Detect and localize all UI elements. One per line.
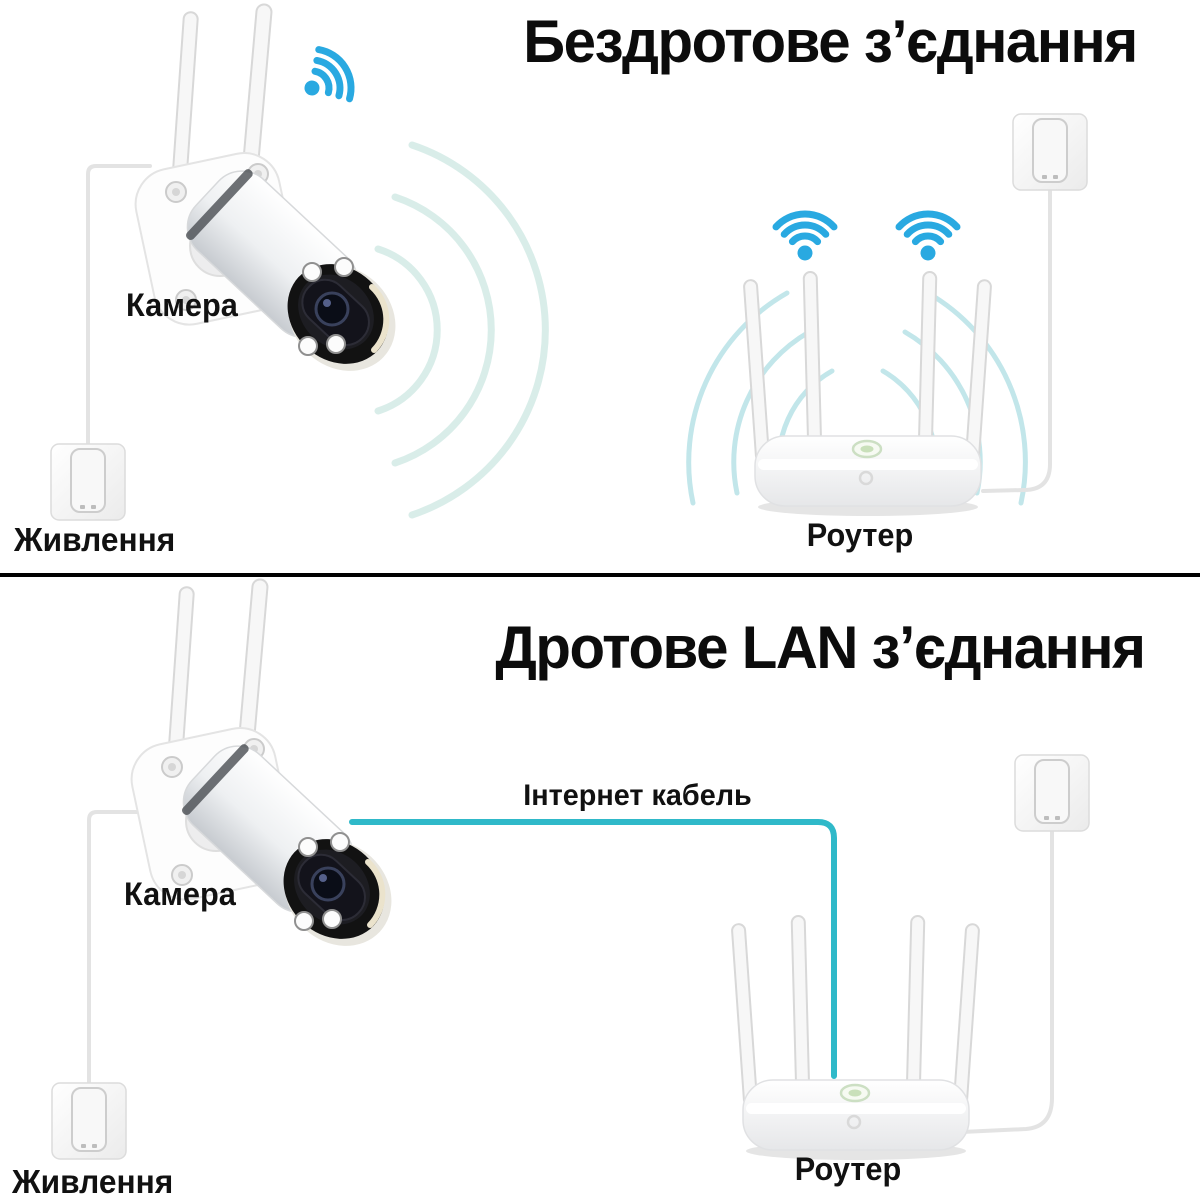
camera-illustration-wireless [129, 4, 417, 393]
power-outlet-top-right [1012, 113, 1088, 191]
signal-arcs [374, 141, 549, 519]
router-label-wired: Роутер [794, 1151, 902, 1187]
lan-cable [349, 819, 837, 1079]
power-cable-camera-top [86, 164, 152, 451]
router-label-wireless: Роутер [806, 517, 914, 553]
power-cable-router-bottom [960, 820, 1054, 1134]
power-outlet-bottom-right [1014, 754, 1090, 832]
power-label-wired: Живлення [12, 1163, 174, 1200]
power-cable-router-top [981, 179, 1052, 493]
power-outlet-bottom-left [51, 1082, 127, 1160]
wifi-icon [899, 214, 957, 261]
internet-cable-label: Інтернет кабель [523, 779, 752, 812]
power-outlet-top-left [50, 443, 126, 521]
power-label-wireless: Живлення [14, 521, 176, 558]
wifi-icon [290, 43, 360, 117]
wireless-section-title: Бездротове з’єднання [523, 8, 1138, 75]
router-illustration-wired [730, 914, 981, 1162]
camera-label-wired: Камера [124, 876, 236, 912]
wired-section-title: Дротове LAN з’єднання [495, 614, 1146, 681]
camera-label-wireless: Камера [126, 287, 238, 323]
power-cable-camera-bottom [87, 810, 152, 1090]
wifi-icon [776, 214, 834, 261]
section-divider [0, 573, 1200, 577]
